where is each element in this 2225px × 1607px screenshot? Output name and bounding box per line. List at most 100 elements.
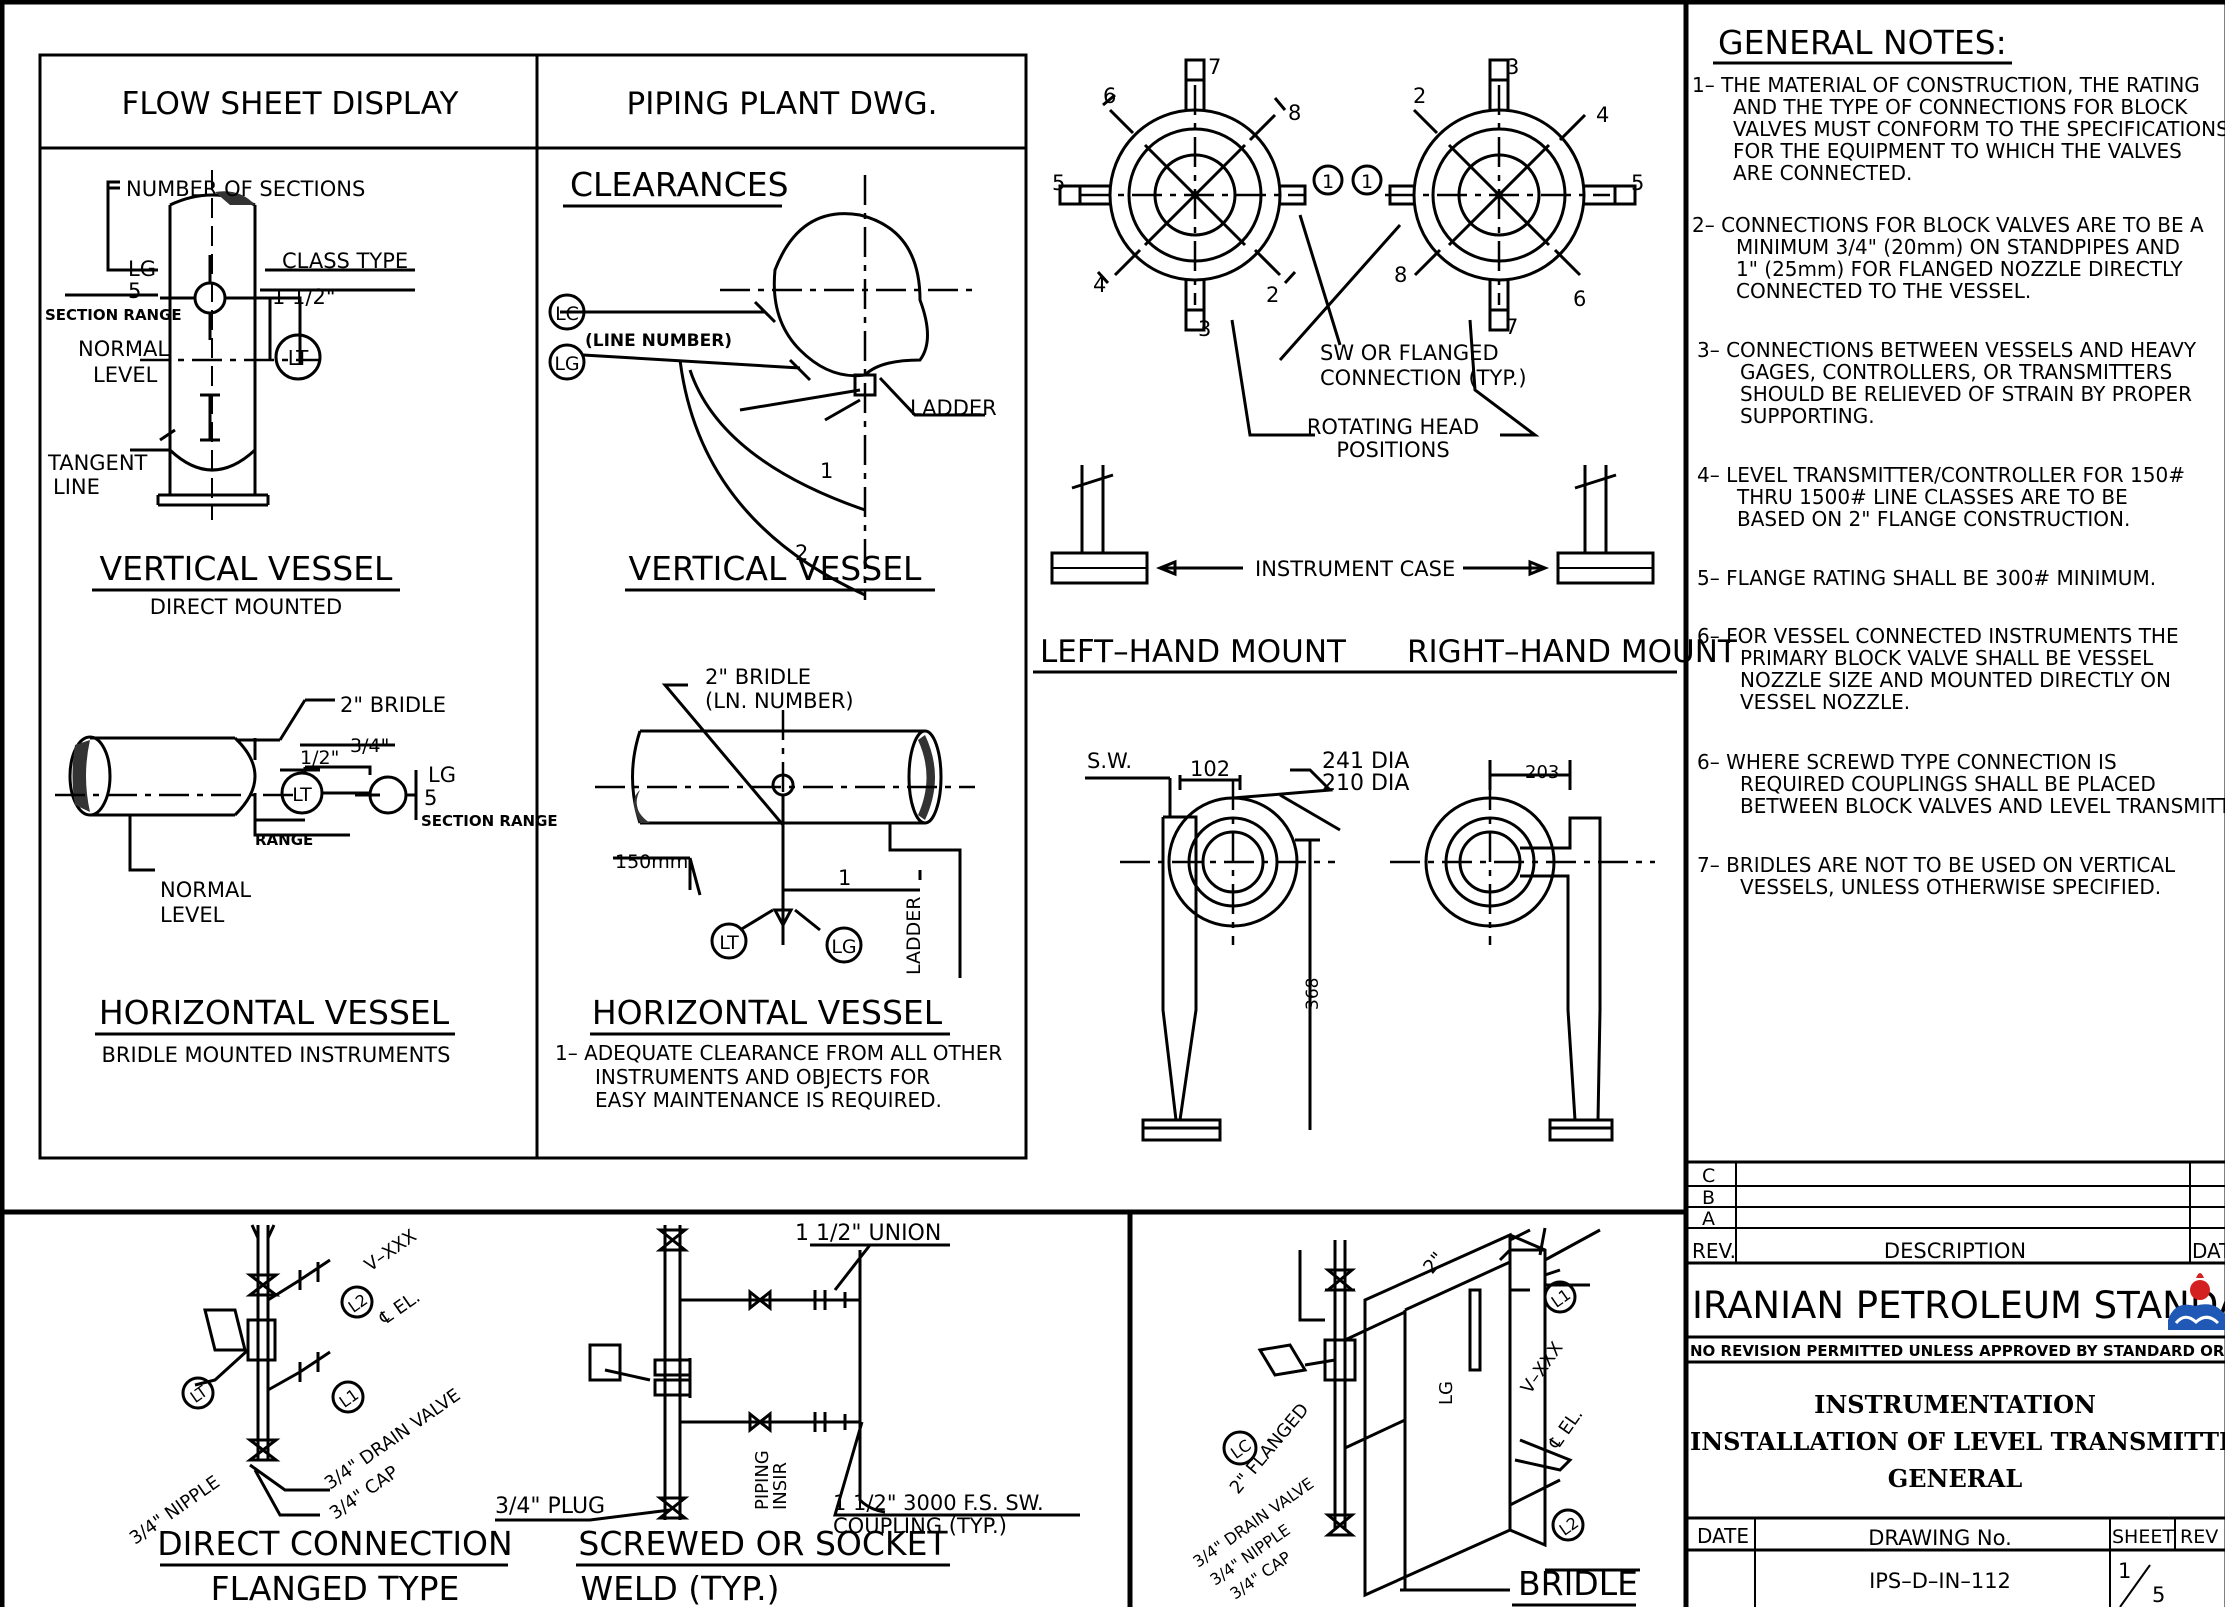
d368-label: 368 (1303, 978, 1323, 1010)
title-line-1: INSTRUMENTATION (1814, 1390, 2096, 1419)
description-header: DESCRIPTION (1884, 1239, 2026, 1263)
right-head-num-3: 3 (1506, 55, 1519, 79)
d102-label: 102 (1190, 757, 1230, 781)
instrument-cases (1050, 465, 1655, 585)
rev-c: C (1702, 1165, 1715, 1187)
no-revision-label: NO REVISION PERMITTED UNLESS APPROVED BY… (1690, 1342, 2225, 1360)
left-head-num-6: 6 (1103, 84, 1116, 108)
ips-logo (2168, 1273, 2225, 1330)
d203-label: 203 (1525, 762, 1559, 783)
svg-text:VESSELS, UNLESS OTHERWISE SPEC: VESSELS, UNLESS OTHERWISE SPECIFIED. (1740, 875, 2161, 899)
lg-bubble (548, 343, 586, 381)
bridle-sketch (1257, 1227, 1640, 1598)
rotating-head-left (1058, 58, 1307, 332)
left-head-num-4: 4 (1093, 273, 1106, 297)
connection-typ-label: CONNECTION (TYP.) (1320, 366, 1527, 390)
number-of-sections-label: NUMBER OF SECTIONS (126, 177, 365, 201)
svg-text:6– FOR VESSEL CONNECTED INSTRU: 6– FOR VESSEL CONNECTED INSTRUMENTS THE (1697, 624, 2179, 648)
svg-text:7– BRIDLES ARE NOT TO BE USED: 7– BRIDLES ARE NOT TO BE USED ON VERTICA… (1697, 853, 2176, 877)
flow-vv-title: VERTICAL VESSEL (100, 549, 394, 588)
plug-label: 3/4" PLUG (495, 1494, 605, 1519)
piping-label: PIPING (752, 1450, 773, 1510)
bridle-2-label: 2" BRIDLE (340, 693, 446, 717)
piping-header: PIPING PLANT DWG. (627, 86, 938, 122)
piping-horizontal-vessel (595, 683, 975, 978)
line-label: LINE (53, 475, 100, 499)
svg-text:LG: LG (831, 936, 856, 958)
mount-details (1085, 760, 1655, 1142)
flow-horizontal-vessel: LT (55, 698, 418, 872)
left-head-num-5: 5 (1052, 171, 1065, 195)
right-hand-mount-label: RIGHT–HAND MOUNT (1407, 634, 1738, 670)
size-label: 1 1/2" (272, 285, 336, 309)
rev2-header: REV (2180, 1526, 2218, 1548)
svg-text:CONNECTED TO THE VESSEL.: CONNECTED TO THE VESSEL. (1736, 279, 2031, 303)
piping-hv-title: HORIZONTAL VESSEL (592, 993, 943, 1032)
left-head-num-1: 1 (1322, 171, 1334, 193)
screwed-title: SCREWED OR SOCKET (578, 1524, 948, 1563)
rev-a: A (1702, 1208, 1715, 1230)
svg-text:GAGES, CONTROLLERS, OR TRANSMI: GAGES, CONTROLLERS, OR TRANSMITTERS (1740, 360, 2172, 384)
rev-b: B (1702, 1187, 1715, 1209)
dia210-label: 210 DIA (1322, 771, 1409, 796)
sw-leaders (1230, 214, 1540, 437)
coupling-label-1: 1 1/2" 3000 F.S. SW. (833, 1491, 1044, 1515)
h-level-label: LEVEL (160, 903, 225, 927)
insir-label: INSIR (770, 1462, 791, 1510)
lt-bubble (710, 922, 748, 960)
h-section-range-label: SECTION RANGE (421, 812, 558, 830)
title-line-2: INSTALLATION OF LEVEL TRANSMITTER/CONTRO… (1690, 1427, 2225, 1456)
svg-text:FOR THE EQUIPMENT TO WHICH THE: FOR THE EQUIPMENT TO WHICH THE VALVES (1733, 139, 2182, 163)
instrument-case-label: INSTRUMENT CASE (1255, 557, 1455, 581)
rev-header: REV. (1692, 1239, 1736, 1263)
right-head-num-8: 8 (1394, 263, 1407, 287)
right-head-num-2: 2 (1413, 84, 1426, 108)
date-col-header: DAT (2192, 1239, 2225, 1263)
dia241-label: 241 DIA (1322, 749, 1409, 774)
h-five-label: 5 (424, 786, 437, 810)
flow-hv-title: HORIZONTAL VESSEL (99, 993, 450, 1032)
drawing-no-header: DRAWING No. (1868, 1526, 2012, 1550)
svg-text:1" (25mm) FOR FLANGED NOZZLE D: 1" (25mm) FOR FLANGED NOZZLE DIRECTLY (1736, 257, 2184, 281)
ladder-cl-label: LADDER (903, 897, 925, 976)
flow-sheet-header: FLOW SHEET DISPLAY (122, 86, 459, 122)
normal-label: NORMAL (78, 337, 169, 361)
svg-text:VESSEL NOZZLE.: VESSEL NOZZLE. (1740, 690, 1910, 714)
left-head-num-7: 7 (1208, 55, 1221, 79)
svg-text:LT: LT (288, 346, 309, 370)
title-line-3: GENERAL (1888, 1464, 2023, 1493)
line-number-label: (LINE NUMBER) (585, 331, 732, 351)
svg-text:LT: LT (719, 932, 739, 954)
notes-body: 1– THE MATERIAL OF CONSTRUCTION, THE RAT… (1692, 73, 2225, 899)
piping-vertical-vessel (560, 175, 985, 600)
svg-text:6– WHERE SCREWD TYPE CONNECTIO: 6– WHERE SCREWD TYPE CONNECTION IS (1697, 750, 2117, 774)
union-label: 1 1/2" UNION (795, 1221, 941, 1246)
right-head-num-7: 7 (1505, 315, 1518, 339)
lg-h-bubble (825, 926, 863, 964)
positions-label: POSITIONS (1336, 438, 1449, 462)
direct-subtitle: FLANGED TYPE (211, 1569, 460, 1607)
right-head-num-4: 4 (1596, 103, 1609, 127)
five-label: 5 (128, 279, 141, 303)
level-label: LEVEL (93, 363, 158, 387)
cl-el-label: ℄ EL. (375, 1286, 424, 1329)
bridle-clel-label: ℄ EL. (1544, 1404, 1587, 1453)
svg-text:REQUIRED COUPLINGS SHALL BE PL: REQUIRED COUPLINGS SHALL BE PLACED (1740, 772, 2156, 796)
svg-text:LT: LT (292, 784, 312, 806)
flow-vv-sub: DIRECT MOUNTED (150, 595, 342, 619)
title-block-lines (1686, 1160, 2225, 1607)
three-quarter-label: 3/4" (350, 735, 389, 757)
h-normal-label: NORMAL (160, 878, 251, 902)
half-label: 1/2" (300, 747, 339, 769)
svg-text:MINIMUM 3/4" (20mm) ON STANDPI: MINIMUM 3/4" (20mm) ON STANDPIPES AND (1736, 235, 2180, 259)
lg-label: LG (128, 257, 156, 281)
flow-panel-box (38, 53, 1028, 1160)
sheet-header: SHEET (2112, 1526, 2174, 1548)
right-head-num-5: 5 (1631, 171, 1644, 195)
svg-text:VALVES MUST CONFORM TO THE SPE: VALVES MUST CONFORM TO THE SPECIFICATION… (1733, 117, 2225, 141)
left-hand-mount-label: LEFT–HAND MOUNT (1040, 634, 1347, 670)
svg-text:LG: LG (554, 353, 579, 375)
org-name: IRANIAN PETROLEUM STANDARDS (1692, 1284, 2225, 1327)
